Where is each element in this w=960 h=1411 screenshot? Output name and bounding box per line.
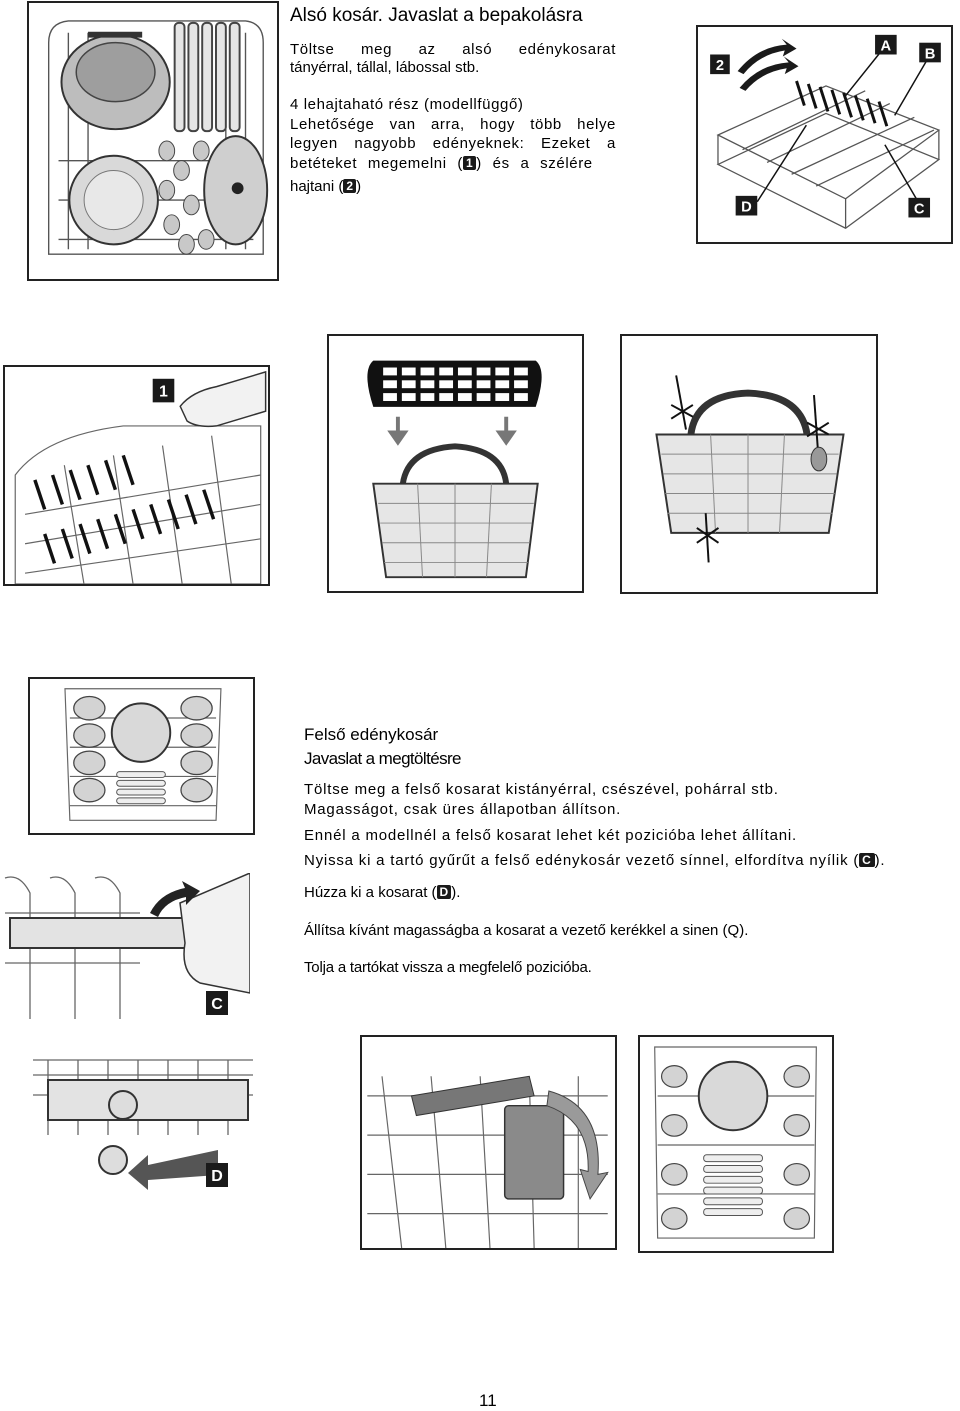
figure-label-c: C: [914, 202, 925, 218]
upper-basket-line6: Állítsa kívánt magasságba a kosarat a ve…: [304, 922, 749, 939]
lower-basket-fold-line2: Lehetősége van arra, hogy több helye: [290, 116, 616, 133]
lower-basket-fold-line4: betéteket megemelni (1) és a szélére: [290, 154, 616, 173]
upper-basket-line5: Húzza ki a kosarat (D).: [304, 884, 460, 901]
lower-basket-intro-line2: tányérral, tállal, lábossal stb.: [290, 59, 480, 76]
lower-basket-fold-line5: hajtani (2): [290, 177, 361, 196]
upper-basket-line3: Ennél a modellnél a felső kosarat lehet …: [304, 827, 797, 844]
badge-2: 2: [343, 179, 357, 193]
badge-c: C: [859, 853, 875, 867]
cutlery-basket-do-dont-illustration: [620, 334, 878, 594]
lower-basket-loaded-illustration: [27, 1, 279, 281]
fold-line5-start: hajtani (: [290, 178, 344, 195]
lift-rack-illustration: 1: [3, 365, 270, 586]
upper-basket-subtitle: Javaslat a megtöltésre: [304, 749, 461, 768]
figure-label-a: A: [881, 39, 892, 55]
lower-basket-title: Alsó kosár. Javaslat a bepakolásra: [290, 5, 583, 26]
badge-d: D: [436, 885, 452, 899]
foldable-racks-diagram: 2 A B C D: [696, 25, 953, 244]
upper-basket-loaded-illustration: [28, 677, 255, 835]
figure-label-d: D: [741, 200, 752, 216]
lower-basket-fold-line3: legyen nagyobb edényeknek: Ezeket a: [290, 135, 616, 152]
line5-start: Húzza ki a kosarat (: [304, 884, 437, 901]
fold-line4-start: betéteket megemelni (: [290, 155, 464, 172]
fold-line5-end: ): [356, 178, 362, 195]
lower-basket-intro-line1: Töltse meg az alsó edénykosarat: [290, 41, 616, 58]
upper-basket-line1: Töltse meg a felső kosarat kistányérral,…: [304, 781, 779, 798]
upper-basket-line2: Magasságot, csak üres állapotban állítso…: [304, 801, 622, 818]
cutlery-basket-insert-illustration: [327, 334, 584, 593]
line4-start: Nyissa ki a tartó gyűrűt a felső edényko…: [304, 852, 860, 869]
figure-label-2: 2: [716, 58, 724, 74]
figure-label-d-rail: D: [211, 1168, 223, 1185]
upper-basket-plates-illustration: [638, 1035, 834, 1253]
upper-basket-title: Felső edénykosár: [304, 725, 439, 744]
line5-end: ).: [451, 884, 461, 901]
open-rail-ring-illustration: C: [0, 873, 250, 1019]
upper-basket-line7: Tolja a tartókat vissza a megfelelő pozi…: [304, 959, 592, 976]
figure-label-1: 1: [159, 383, 168, 400]
figure-label-c-rail: C: [211, 996, 223, 1013]
badge-1: 1: [463, 156, 477, 170]
fold-line4-end: ) és a szélére: [476, 155, 593, 172]
lower-basket-fold-line1: 4 lehajtaható rész (modellfüggő): [290, 96, 524, 113]
page-number: 11: [479, 1391, 497, 1410]
figure-label-b: B: [925, 46, 936, 62]
cup-rack-rotation-illustration: [360, 1035, 617, 1250]
upper-basket-line4: Nyissa ki a tartó gyűrűt a felső edényko…: [304, 852, 885, 869]
pull-basket-out-illustration: D: [28, 1055, 260, 1195]
line4-end: ).: [874, 852, 886, 869]
